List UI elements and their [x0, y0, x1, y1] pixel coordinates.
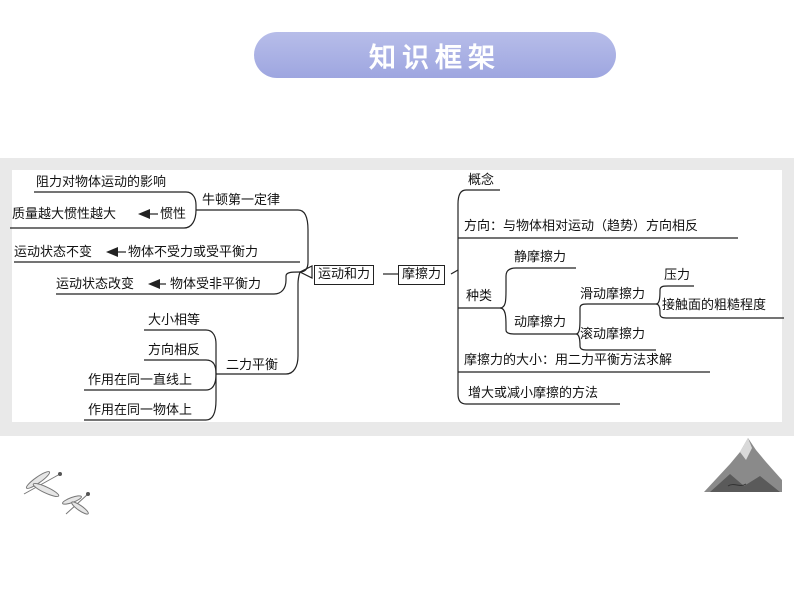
label-friction-magnitude: 摩擦力的大小：用二力平衡方法求解	[464, 353, 672, 369]
label-unbalanced: 物体受非平衡力	[170, 277, 261, 293]
label-same-line: 作用在同一直线上	[88, 373, 192, 389]
label-roughness: 接触面的粗糙程度	[662, 298, 766, 314]
node-friction: 摩擦力	[398, 265, 445, 285]
label-two-force-balance: 二力平衡	[226, 358, 278, 374]
label-direction: 方向：与物体相对运动（趋势）方向相反	[464, 219, 698, 235]
label-state-changed: 运动状态改变	[56, 277, 134, 293]
label-equal-size: 大小相等	[148, 313, 200, 329]
label-pressure: 压力	[664, 268, 690, 284]
label-sliding-friction: 滑动摩擦力	[580, 287, 645, 303]
label-newton-first-law: 牛顿第一定律	[202, 193, 280, 209]
label-dynamic-friction: 动摩擦力	[514, 315, 566, 331]
label-types: 种类	[466, 289, 492, 305]
page-title: 知识框架	[369, 36, 501, 75]
label-friction-methods: 增大或减小摩擦的方法	[468, 386, 598, 402]
mountain-painting-icon	[700, 430, 786, 500]
label-no-force: 物体不受力或受平衡力	[128, 245, 258, 261]
label-resistance-effect: 阻力对物体运动的影响	[36, 175, 166, 191]
label-inertia-mass: 质量越大惯性越大	[12, 207, 116, 223]
label-concept: 概念	[468, 173, 494, 189]
label-inertia: 惯性	[160, 207, 186, 223]
node-motion-and-force: 运动和力	[314, 265, 374, 285]
label-same-object: 作用在同一物体上	[88, 403, 192, 419]
label-rolling-friction: 滚动摩擦力	[580, 327, 645, 343]
label-static-friction: 静摩擦力	[514, 250, 566, 266]
label-opposite-direction: 方向相反	[148, 343, 200, 359]
title-banner: 知识框架	[254, 32, 616, 78]
label-state-unchanged: 运动状态不变	[14, 245, 92, 261]
dragonfly-icon	[16, 464, 96, 520]
